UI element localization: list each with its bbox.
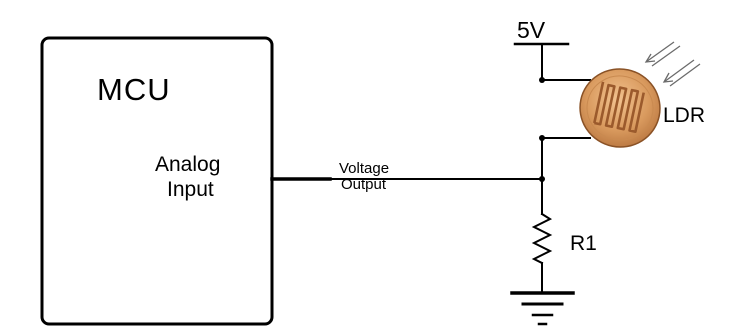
- voltage-label: Voltage: [339, 160, 389, 177]
- ground-icon: [510, 291, 575, 326]
- light-ray-2-arrowhead: [662, 72, 674, 83]
- analog-input-label-line1: Analog: [155, 153, 220, 176]
- light-rays-icon: [644, 41, 701, 87]
- ldr-serpentine-track: [593, 81, 645, 134]
- light-ray-2: [663, 59, 695, 83]
- supply-rail: 5V: [513, 17, 591, 83]
- resistor-label: R1: [570, 232, 597, 255]
- light-ray-1-arrowhead: [644, 53, 656, 63]
- ldr-rim: [586, 75, 654, 141]
- junction-dot-top: [539, 77, 545, 83]
- supply-label: 5V: [517, 17, 546, 43]
- voltage-output-wire: Voltage Output: [270, 160, 543, 193]
- analog-input-label-line2: Input: [167, 178, 214, 201]
- output-label: Output: [341, 176, 387, 193]
- mcu-box: [40, 36, 274, 326]
- junction-dot-output: [539, 176, 545, 182]
- mcu-block: MCU Analog Input: [40, 36, 274, 326]
- ldr-component: [579, 68, 661, 148]
- light-ray-2b: [669, 63, 701, 87]
- ldr-body: [579, 68, 661, 148]
- light-ray-1b: [651, 45, 681, 67]
- divider-node: [539, 135, 591, 215]
- junction-dot-middle: [539, 135, 545, 141]
- resistor-r1: R1: [531, 212, 597, 293]
- light-ray-1: [645, 41, 675, 63]
- mcu-title: MCU: [97, 72, 171, 107]
- ldr-label: LDR: [663, 104, 705, 127]
- resistor-zigzag: [531, 212, 553, 265]
